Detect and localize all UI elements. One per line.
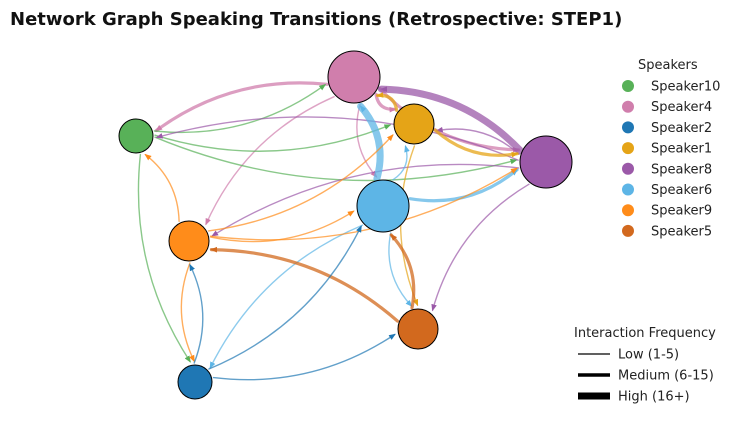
node-speaker8 [519, 135, 573, 189]
edge-speaker1-to-speaker4 [376, 92, 399, 112]
legend-item-speaker1: Speaker1 [622, 142, 712, 157]
edge-speaker2-to-speaker6 [208, 225, 362, 370]
edge-speaker9-to-speaker8 [209, 167, 518, 241]
legend-item-speaker10: Speaker10 [622, 80, 720, 95]
node-speaker5 [397, 308, 439, 350]
legend-marker [622, 162, 634, 175]
frequency-legend-title: Interaction Frequency [574, 326, 716, 341]
edge-speaker5-to-speaker6 [389, 233, 416, 310]
edge-speaker8-to-speaker1 [435, 126, 520, 155]
edge-speaker6-to-speaker5 [388, 232, 413, 307]
edge-speaker9-to-speaker1 [207, 134, 394, 232]
frequency-label: High (16+) [618, 390, 690, 405]
legend-item-speaker6: Speaker6 [622, 183, 712, 198]
frequency-legend: Interaction Frequency Low (1-5) Medium (6… [574, 326, 716, 405]
legend-marker [622, 142, 634, 155]
speakers-legend: Speakers Speaker10Speaker4Speaker2Speake… [622, 58, 720, 239]
legend-label: Speaker4 [651, 100, 712, 115]
legend-item-speaker5: Speaker5 [622, 224, 712, 239]
edge-speaker6-to-speaker4 [357, 102, 384, 183]
legend-marker [622, 80, 634, 92]
legend-marker [622, 121, 634, 134]
edge-speaker9-to-speaker2 [180, 262, 195, 363]
node-speaker2 [177, 364, 213, 400]
legend-label: Speaker9 [651, 204, 712, 219]
legend-label: Speaker2 [651, 121, 712, 136]
edge-speaker6-to-speaker2 [209, 224, 364, 369]
legend-item-speaker9: Speaker9 [622, 204, 712, 219]
legend-marker [622, 204, 634, 217]
node-speaker10 [118, 118, 154, 154]
edge-speaker2-to-speaker5 [212, 333, 396, 381]
frequency-item-high: High (16+) [578, 390, 690, 405]
legend-label: Speaker10 [651, 80, 720, 95]
legend-label: Speaker8 [651, 162, 712, 177]
edge-speaker1-to-speaker5 [399, 145, 419, 307]
frequency-label: Low (1-5) [618, 348, 679, 363]
nodes-layer [118, 50, 573, 400]
edge-speaker10-to-speaker8 [154, 136, 518, 182]
legend-item-speaker8: Speaker8 [622, 162, 712, 177]
edge-speaker8-to-speaker10 [155, 116, 519, 161]
edge-speaker8-to-speaker9 [211, 163, 520, 237]
edge-speaker10-to-speaker2 [137, 153, 191, 363]
edge-speaker4-to-speaker10 [154, 81, 329, 133]
legend-item-speaker4: Speaker4 [622, 100, 712, 115]
node-speaker1 [393, 103, 435, 145]
edge-speaker9-to-speaker6 [210, 210, 355, 243]
node-speaker4 [327, 50, 381, 104]
chart-title: Network Graph Speaking Transitions (Retr… [10, 9, 622, 30]
edge-speaker1-to-speaker8 [433, 128, 519, 158]
frequency-item-low: Low (1-5) [578, 348, 679, 363]
node-speaker6 [356, 179, 410, 233]
edge-speaker8-to-speaker5 [431, 183, 530, 312]
legend-label: Speaker6 [651, 183, 712, 198]
legend-label: Speaker5 [651, 224, 712, 239]
legend-marker [622, 183, 634, 196]
edge-speaker6-to-speaker8 [408, 168, 519, 203]
edge-speaker8-to-speaker4 [377, 85, 524, 155]
edge-speaker2-to-speaker9 [189, 263, 204, 364]
legend-item-speaker2: Speaker2 [622, 121, 712, 136]
edge-speaker4-to-speaker9 [205, 96, 335, 226]
legend-marker [622, 224, 634, 237]
edges-layer [137, 81, 530, 381]
node-speaker9 [168, 220, 210, 262]
edge-speaker4-to-speaker6 [356, 103, 378, 178]
edge-speaker9-to-speaker10 [144, 153, 180, 223]
legend-marker [622, 100, 634, 113]
edge-speaker6-to-speaker1 [392, 145, 410, 181]
edge-speaker10-to-speaker1 [154, 124, 392, 152]
legend-label: Speaker1 [651, 142, 712, 157]
frequency-item-medium: Medium (6-15) [578, 369, 714, 384]
speakers-legend-title: Speakers [638, 58, 698, 73]
edge-speaker5-to-speaker9 [209, 246, 400, 323]
frequency-label: Medium (6-15) [618, 369, 714, 384]
